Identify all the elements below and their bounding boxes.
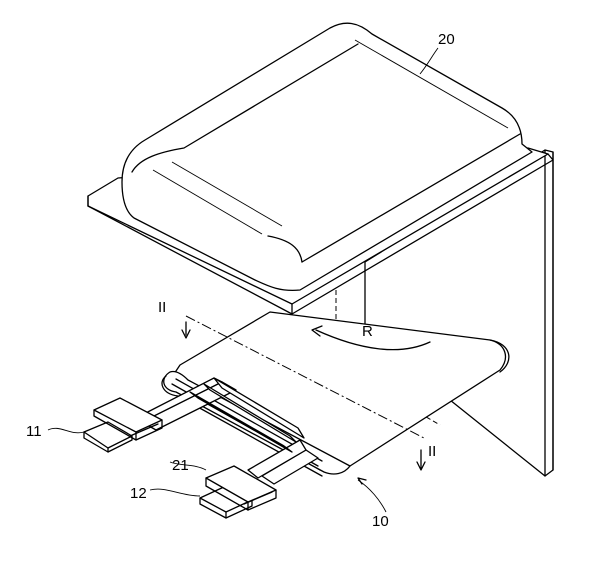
label-R: R xyxy=(362,323,373,340)
tab-11 xyxy=(84,398,162,452)
label-10: 10 xyxy=(372,513,389,530)
label-21: 21 xyxy=(172,457,189,474)
label-20: 20 xyxy=(438,31,455,48)
label-11: 11 xyxy=(26,423,42,440)
label-12: 12 xyxy=(130,485,147,502)
label-II-top: II xyxy=(158,299,166,316)
label-II-bottom: II xyxy=(428,443,436,460)
